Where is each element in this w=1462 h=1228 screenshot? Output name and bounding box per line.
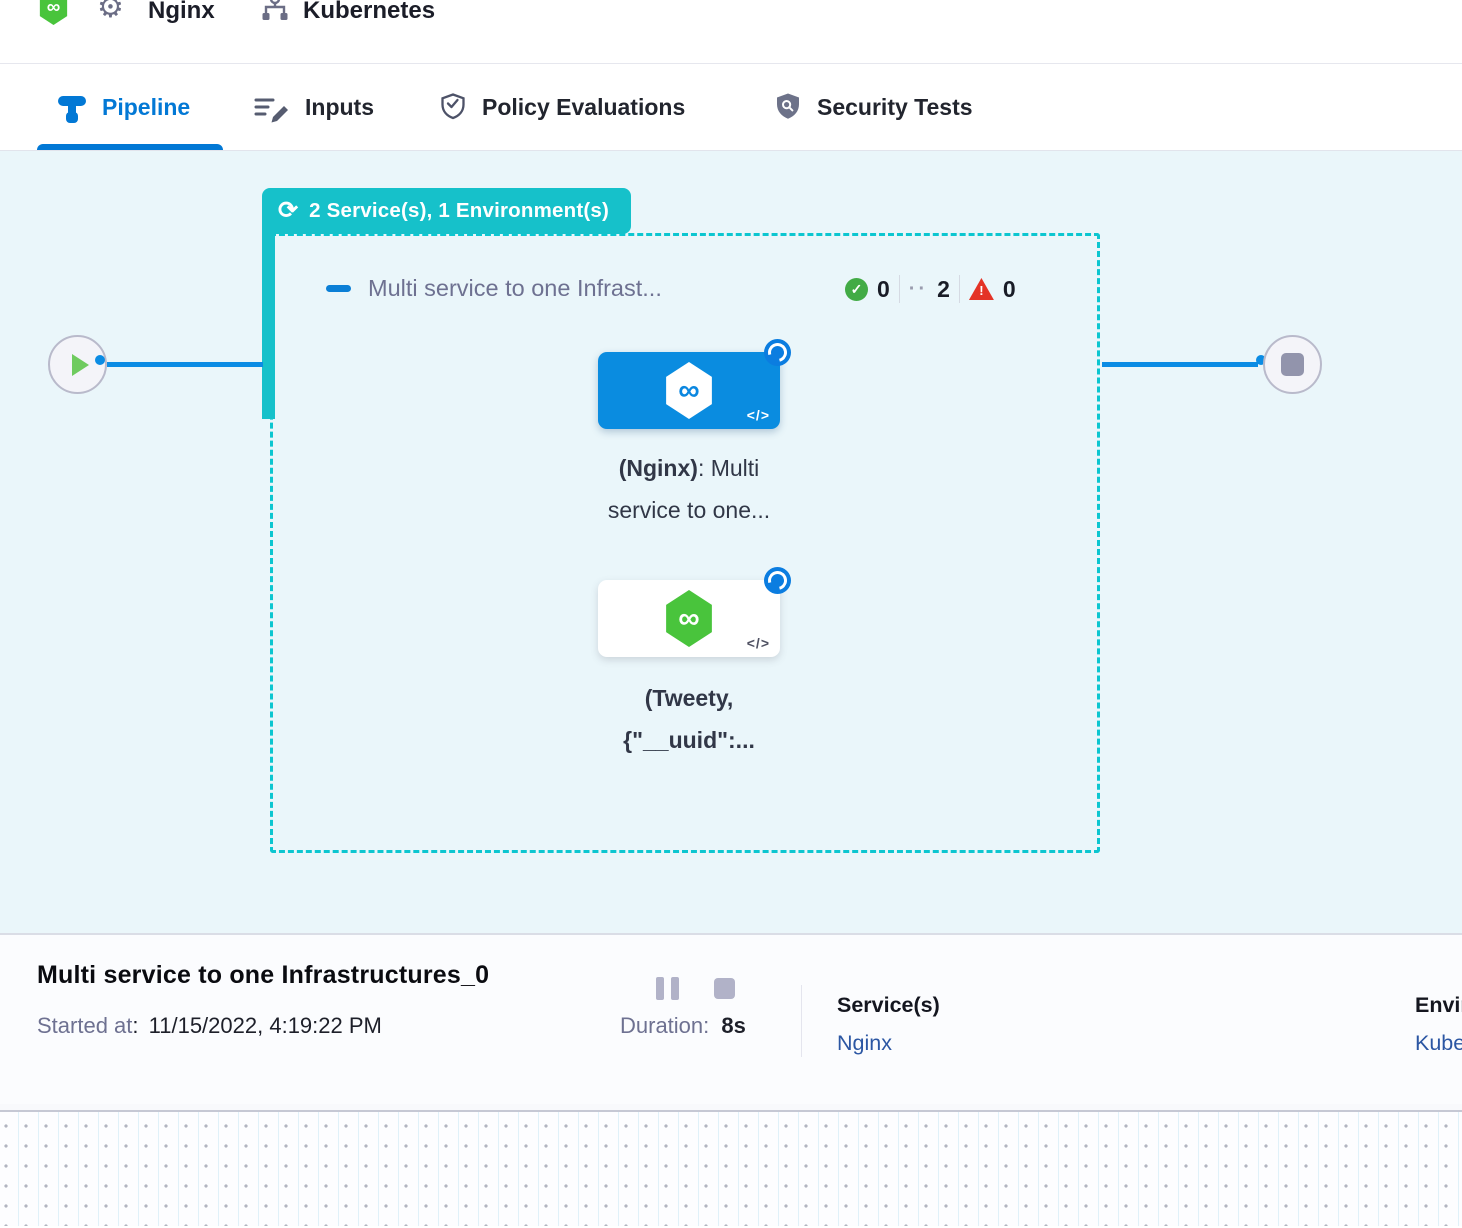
console-grid-area xyxy=(0,1104,1462,1228)
count-divider xyxy=(958,275,960,303)
stage-group-boundary xyxy=(270,233,1100,853)
service-nginx-link[interactable]: Nginx xyxy=(837,1031,892,1055)
pipeline-start-node xyxy=(48,335,107,394)
policy-shield-check-icon xyxy=(439,92,467,123)
stage-group-badge-label: 2 Service(s), 1 Environment(s) xyxy=(309,199,610,222)
started-at-label: Started at xyxy=(37,1013,133,1038)
stage-group-badge[interactable]: ⟳ 2 Service(s), 1 Environment(s) xyxy=(262,188,632,234)
footer-divider xyxy=(801,985,802,1057)
tab-pipeline[interactable]: Pipeline xyxy=(57,64,190,151)
started-at-row: Started at: 11/15/2022, 4:19:22 PM xyxy=(37,1013,382,1038)
harness-logo-icon: ∞ xyxy=(39,0,68,25)
environment-kubernetes-link[interactable]: Kubernetes xyxy=(1415,1031,1462,1055)
refresh-loop-icon: ⟳ xyxy=(278,197,299,224)
services-label: Service(s) xyxy=(837,993,940,1017)
stage-group-title: Multi service to one Infrast... xyxy=(368,275,662,301)
tab-security-tests-label: Security Tests xyxy=(817,94,973,120)
play-icon xyxy=(71,353,89,376)
execution-tabbar: Pipeline Inputs Policy Evaluations xyxy=(0,64,1462,151)
stage-status-counts: ✓ 0 ·· 2 ! 0 xyxy=(845,273,1016,305)
code-icon: </> xyxy=(746,407,770,423)
active-tab-underline xyxy=(37,144,223,150)
environment-sitemap-icon xyxy=(260,0,290,22)
dotted-grid-background xyxy=(0,1112,1462,1226)
edge-line-left xyxy=(107,362,263,367)
pause-button[interactable] xyxy=(656,977,680,1000)
success-count: 0 xyxy=(877,275,890,302)
execution-footer: Multi service to one Infrastructures_0 S… xyxy=(0,933,1462,1104)
pipeline-name-link[interactable]: Nginx xyxy=(148,0,215,24)
running-spinner-badge xyxy=(764,567,791,594)
running-spinner-badge xyxy=(764,339,791,366)
tab-inputs-label: Inputs xyxy=(305,94,374,120)
tab-pipeline-label: Pipeline xyxy=(102,94,191,120)
environments-label: Environment(s) xyxy=(1415,993,1462,1017)
count-divider xyxy=(898,275,900,303)
pipeline-end-node xyxy=(1263,335,1322,394)
tab-security-tests[interactable]: Security Tests xyxy=(774,64,973,151)
execution-header: ∞ ⚙ Nginx Kubernetes xyxy=(0,0,1462,64)
duration-label: Duration: xyxy=(620,1013,710,1038)
stage-nginx-label: (Nginx): Multi service to one... xyxy=(607,455,771,523)
failed-count: 0 xyxy=(1002,275,1016,302)
environments-column: Environment(s) Kubernetes xyxy=(1415,993,1462,1056)
stop-square-icon xyxy=(1281,353,1304,376)
pipeline-icon xyxy=(57,92,87,124)
stop-button[interactable] xyxy=(714,978,735,999)
stage-card-tweety[interactable]: ∞ </> xyxy=(598,580,780,657)
duration-row: Duration: 8s xyxy=(620,1013,746,1039)
tab-inputs[interactable]: Inputs xyxy=(253,64,374,151)
stage-group-edge-bar xyxy=(262,221,275,419)
duration-value: 8s xyxy=(721,1013,746,1038)
harness-stage-icon: ∞ xyxy=(666,362,712,419)
started-at-value: 11/15/2022, 4:19:22 PM xyxy=(148,1013,382,1038)
failed-warning-icon: ! xyxy=(968,278,994,300)
harness-stage-icon: ∞ xyxy=(666,590,712,647)
edge-connector-dot xyxy=(95,355,105,365)
grid-top-strip xyxy=(0,1104,1462,1112)
stage-card-nginx[interactable]: ∞ </> xyxy=(598,352,780,429)
stage-tweety-label: (Tweety, {"__uuid":... xyxy=(623,685,755,753)
gear-icon: ⚙ xyxy=(97,0,124,24)
services-column: Service(s) Nginx xyxy=(837,993,940,1056)
running-count: 2 xyxy=(937,275,950,302)
tab-policy-evaluations-label: Policy Evaluations xyxy=(482,94,686,120)
edge-line-right xyxy=(1102,362,1258,367)
collapse-group-button[interactable] xyxy=(326,285,351,292)
security-shield-scan-icon xyxy=(774,92,802,123)
success-check-icon: ✓ xyxy=(845,277,868,301)
tab-policy-evaluations[interactable]: Policy Evaluations xyxy=(439,64,685,151)
running-dots-icon: ·· xyxy=(908,278,929,300)
pipeline-canvas[interactable]: ⟳ 2 Service(s), 1 Environment(s) Multi s… xyxy=(0,151,1462,933)
execution-title: Multi service to one Infrastructures_0 xyxy=(37,961,490,989)
code-icon: </> xyxy=(746,635,770,651)
environment-name-link[interactable]: Kubernetes xyxy=(303,0,436,24)
inputs-icon xyxy=(253,93,290,123)
